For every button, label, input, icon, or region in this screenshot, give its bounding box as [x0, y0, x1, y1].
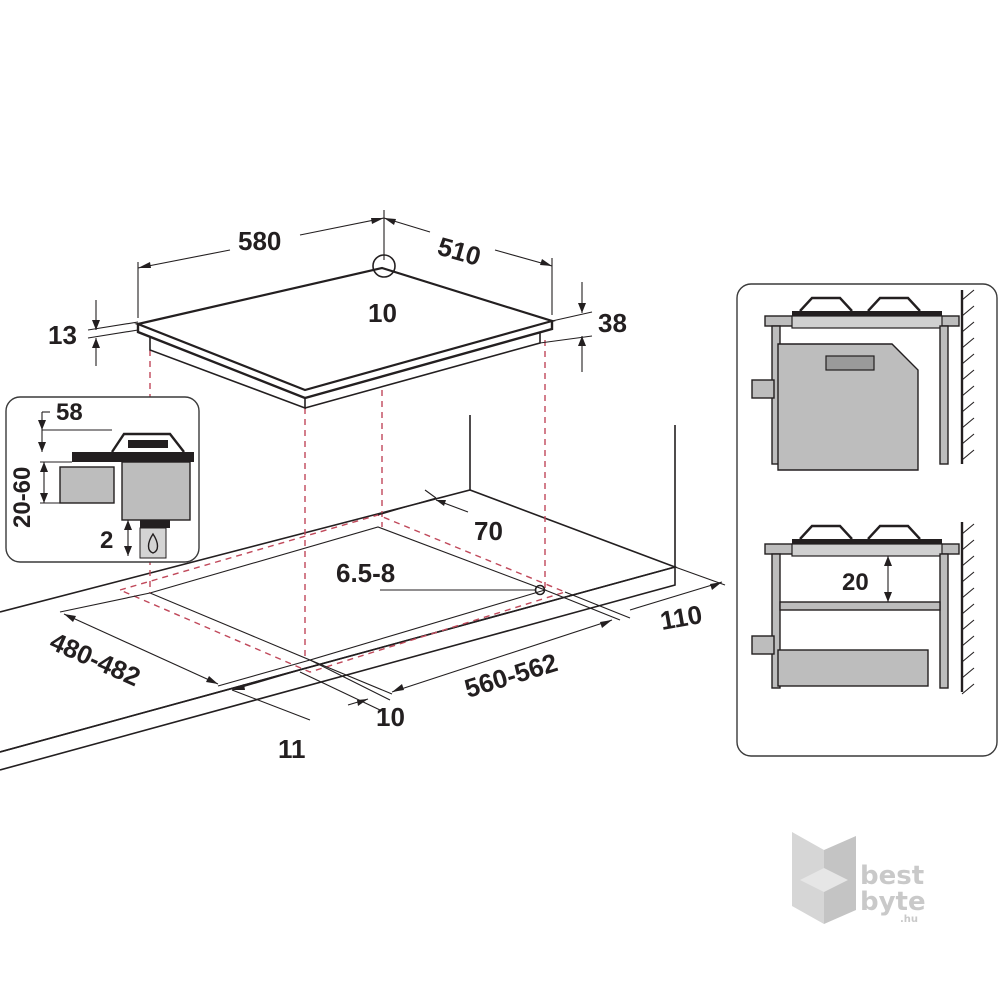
label-58: 58	[56, 399, 83, 426]
hob-over-oven-view	[751, 289, 975, 471]
label-11: 11	[278, 734, 306, 764]
label-corner-10: 10	[368, 298, 397, 328]
dimension-11: 11	[231, 669, 311, 764]
dimension-13: 13	[48, 300, 139, 366]
bestbyte-logo: best byte .hu	[792, 832, 926, 925]
dimension-edge-10: 10	[299, 659, 405, 732]
label-gap-2: 2	[100, 527, 113, 554]
dimension-38: 38	[539, 282, 627, 372]
flame-icon	[147, 532, 159, 554]
label-6-5-8: 6.5-8	[336, 558, 395, 588]
label-560-562: 560-562	[461, 647, 561, 704]
label-20-60: 20-60	[9, 467, 36, 528]
dimension-110: 110	[564, 566, 726, 636]
hob-body	[134, 254, 556, 410]
label-510: 510	[434, 231, 484, 272]
dimension-70: 70	[377, 489, 503, 546]
logo-line-best: best	[860, 861, 924, 891]
label-480-482: 480-482	[46, 626, 145, 692]
dimension-580: 580	[137, 210, 385, 318]
label-110: 110	[658, 599, 705, 636]
label-70: 70	[474, 516, 503, 546]
label-38: 38	[598, 308, 627, 338]
hole-dimension: 6.5-8	[336, 558, 546, 596]
label-13: 13	[48, 320, 77, 350]
logo-line-byte: byte	[860, 887, 926, 917]
section-inset-panel: 58 20-60 2	[5, 396, 200, 563]
label-20-clearance: 20	[842, 569, 869, 596]
hob-over-drawer-view: 20	[751, 522, 975, 695]
cabinet-inset-panel: 20	[736, 283, 998, 757]
fixing-hole-icon	[534, 584, 546, 596]
label-edge-10: 10	[376, 702, 405, 732]
dimension-560-562: 560-562	[309, 589, 621, 704]
label-580: 580	[238, 226, 281, 256]
logo-suffix: .hu	[900, 914, 918, 925]
